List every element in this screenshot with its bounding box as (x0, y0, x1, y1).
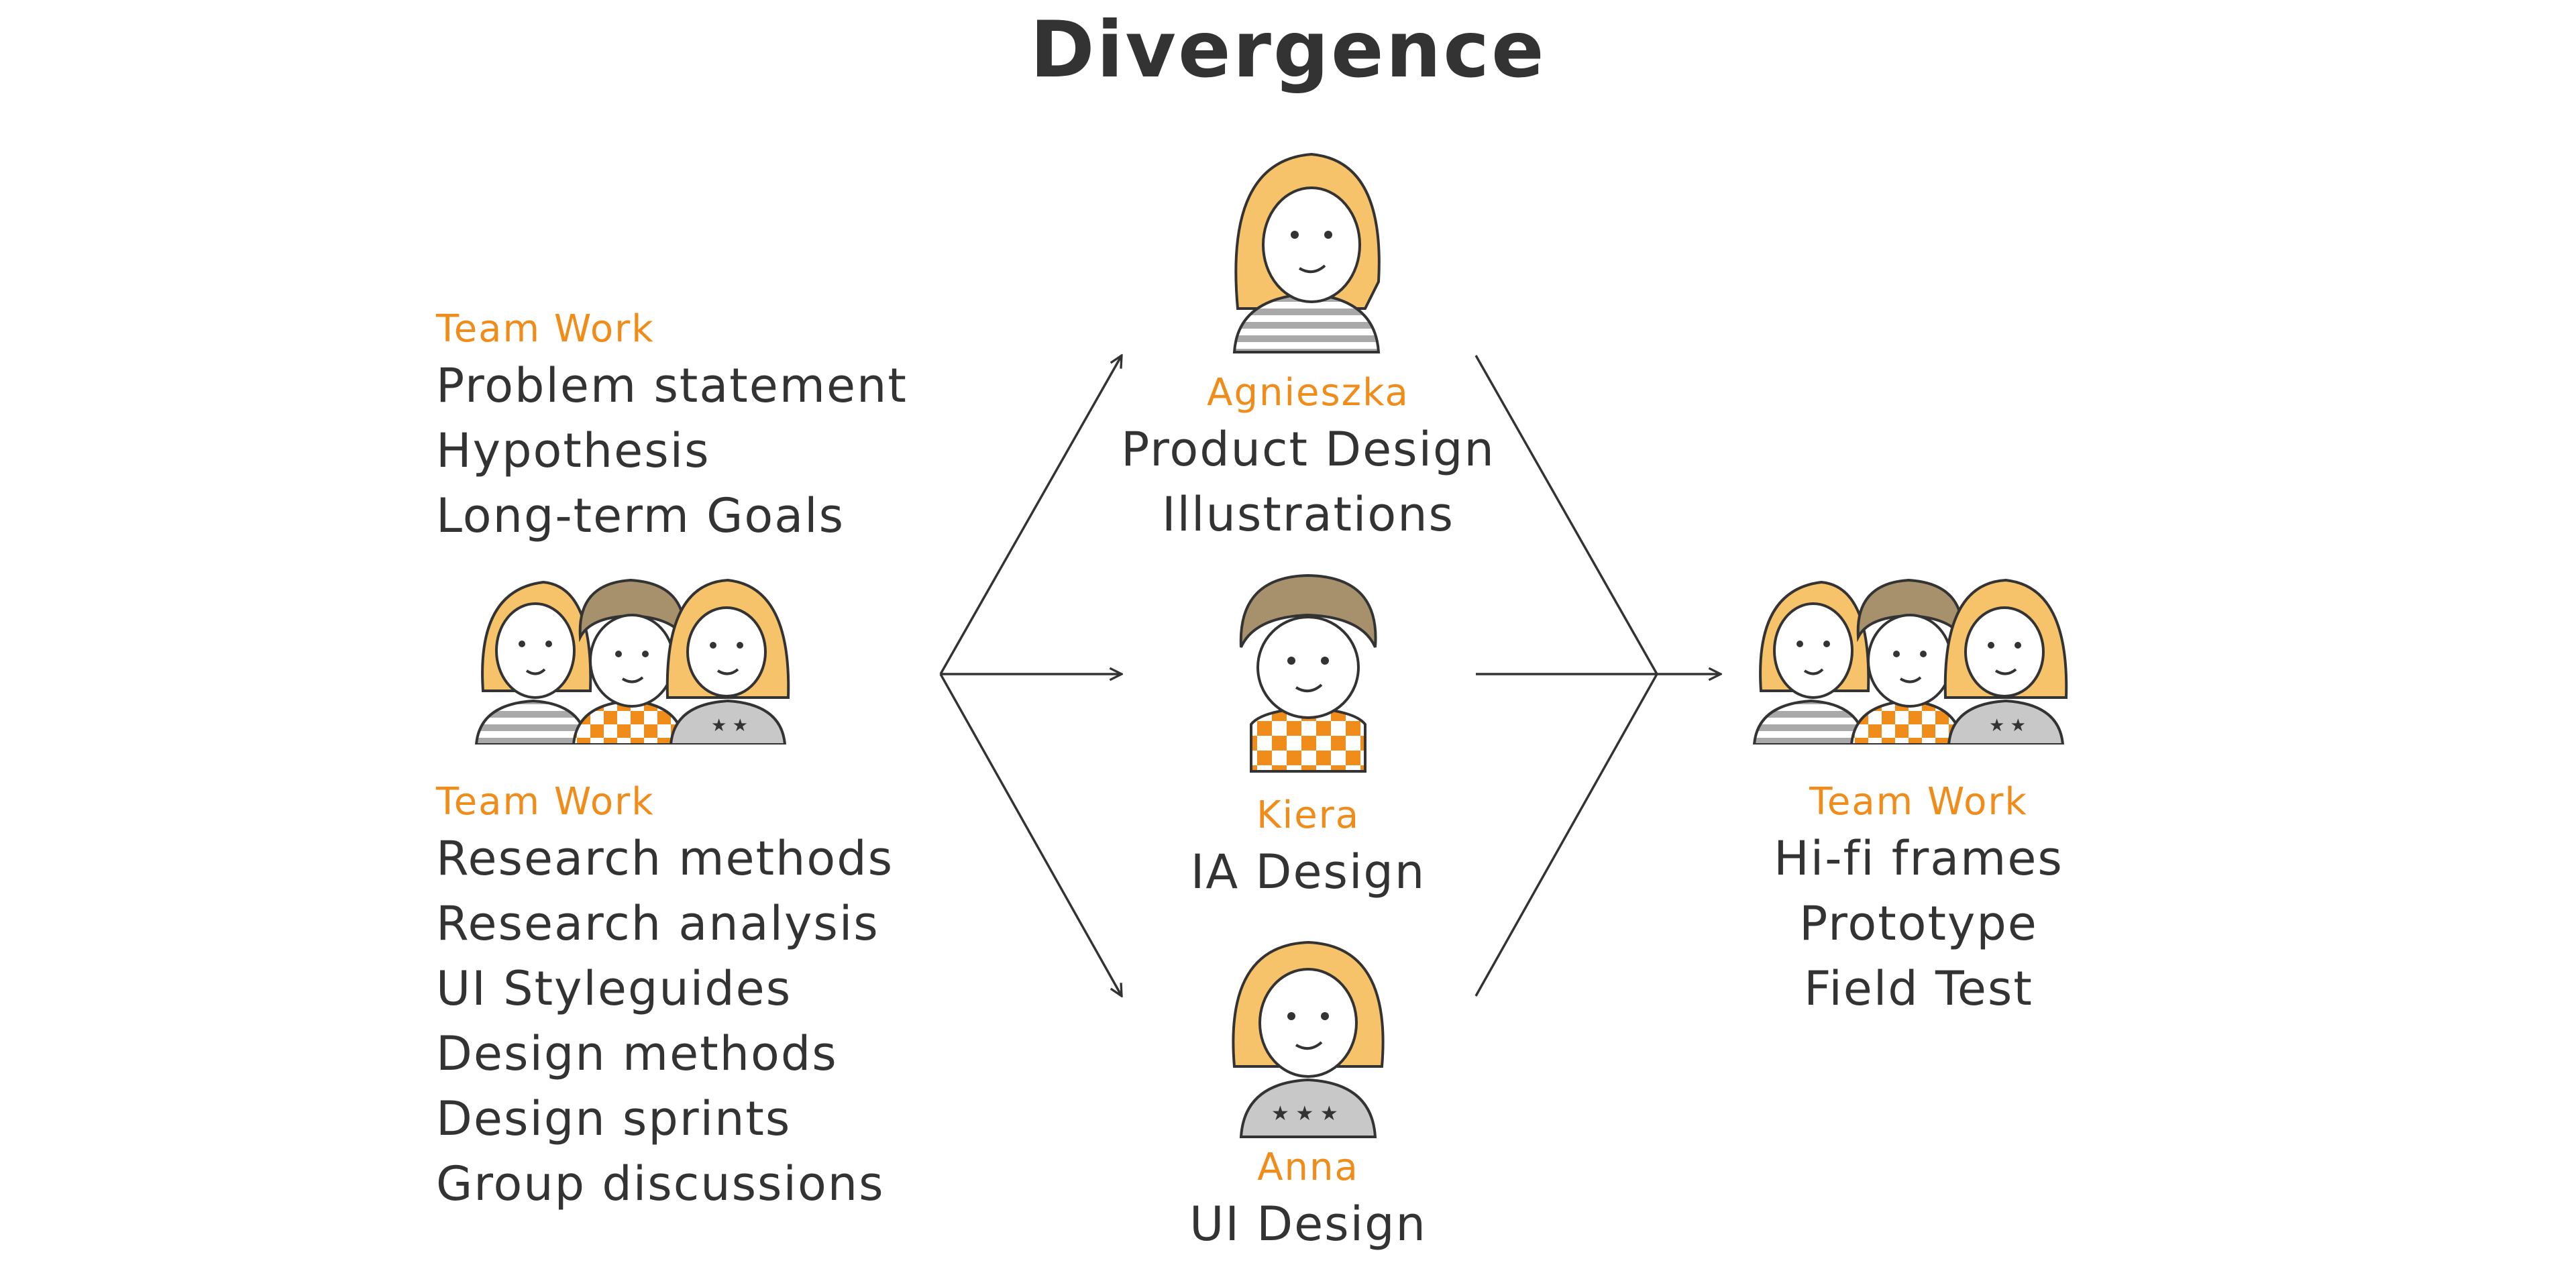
svg-text:★ ★: ★ ★ (711, 716, 748, 736)
curly-brown-hair-checkered-shirt-icon (1239, 573, 1377, 773)
team-work-label: Team Work (436, 780, 655, 824)
person-name: Anna (1257, 1146, 1359, 1189)
list-item: Illustrations (1161, 487, 1455, 542)
list-item: UI Design (1189, 1197, 1427, 1252)
list-item: Research analysis (436, 896, 879, 951)
person-name: Kiera (1256, 793, 1360, 837)
team-work-block-right: Team Work Hi-fi frames Prototype Field T… (1697, 778, 2140, 1022)
connector-line (1474, 355, 1658, 675)
curly-yellow-hair-star-shirt-icon: ★ ★ ★ (1232, 940, 1385, 1138)
list-item: UI Styleguides (436, 961, 792, 1016)
person-kiera: Kiera IA Design (1087, 791, 1529, 905)
team-work-block-top: Team Work Problem statement Hypothesis L… (436, 305, 908, 549)
list-item: Prototype (1799, 896, 2038, 951)
list-item: Research methods (436, 831, 894, 886)
list-item: Design methods (436, 1026, 838, 1081)
list-item: Field Test (1804, 961, 2033, 1016)
connector-line (1474, 673, 1658, 997)
list-item: Hi-fi frames (1774, 831, 2063, 886)
person-name: Agnieszka (1207, 371, 1409, 415)
list-item: Product Design (1121, 422, 1495, 477)
team-group-icon: ★ ★ (474, 578, 790, 744)
list-item: Long-term Goals (436, 488, 845, 543)
list-item: Design sprints (436, 1091, 792, 1146)
list-item: IA Design (1190, 844, 1426, 899)
arrow-icon (939, 355, 1122, 675)
svg-text:★ ★ ★: ★ ★ ★ (1271, 1102, 1338, 1125)
team-work-block-bottom: Team Work Research methods Research anal… (436, 778, 894, 1217)
team-group-icon: ★ ★ (1752, 578, 2068, 744)
list-item: Group discussions (436, 1156, 885, 1211)
svg-text:★ ★: ★ ★ (1989, 716, 2026, 736)
yellow-hair-striped-shirt-icon (1232, 152, 1381, 353)
person-anna: Anna UI Design (1087, 1144, 1529, 1257)
team-work-label: Team Work (1809, 780, 2028, 824)
list-item: Hypothesis (436, 423, 710, 478)
page-title: Divergence (1030, 5, 1546, 95)
list-item: Problem statement (436, 358, 908, 413)
arrow-icon (939, 673, 1122, 996)
person-agnieszka: Agnieszka Product Design Illustrations (1087, 369, 1529, 547)
team-work-label: Team Work (436, 307, 655, 351)
